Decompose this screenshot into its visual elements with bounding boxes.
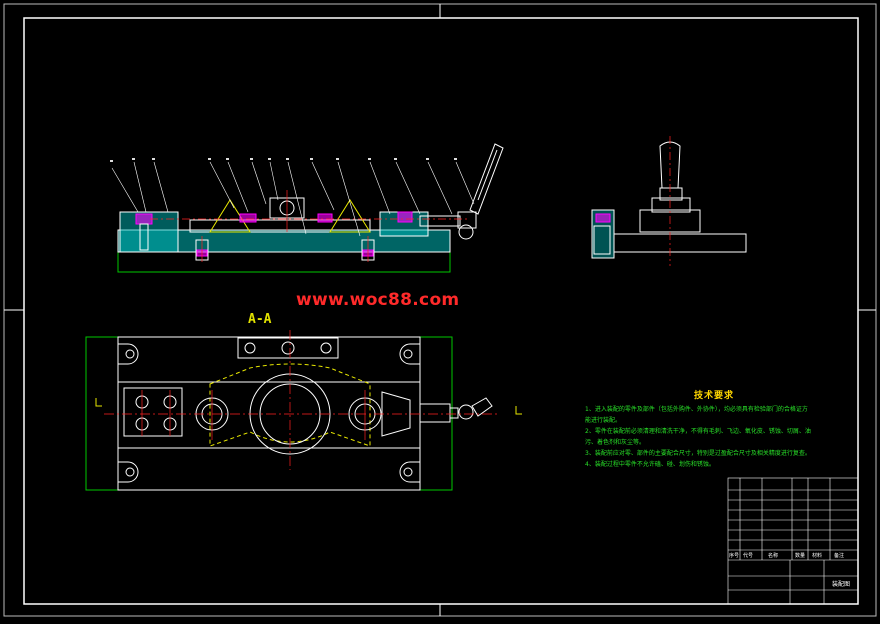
header-qty: 数量 [795,552,805,559]
leader-tick-marks [110,158,457,162]
title-block [727,477,859,605]
header-remark: 备注 [834,552,844,559]
tech-note: 3、装配前应对零、部件的主要配合尺寸，特别是过盈配合尺寸及相关精度进行复查。 [585,450,811,457]
tech-note: 1、进入装配的零件及部件（包括外购件、外协件），均必须具有检验部门的合格证方 [585,406,808,413]
tech-note: 污、着色剂和灰尘等。 [585,439,646,446]
header-code: 代号 [743,552,753,559]
side-view [591,136,747,266]
section-label: A-A [248,312,272,327]
center-marks [4,4,876,616]
header-index: 序号 [729,552,739,559]
header-name: 名称 [768,552,778,559]
tech-note: 2、零件在装配前必须清理和清洗干净，不得有毛刺、飞边、氧化皮、锈蚀、切屑、油 [585,428,811,435]
header-material: 材料 [812,552,822,559]
watermark: www.woc88.com [296,290,460,310]
tech-requirements-title: 技术要求 [694,391,735,401]
tech-note: 能进行装配。 [585,417,622,424]
front-section-view [110,143,504,273]
drawing-name: 装配图 [832,580,850,588]
outer-border [3,3,877,617]
tech-note: 4、装配过程中零件不允许磕、碰、划伤和锈蚀。 [585,461,715,468]
title-block-headers: 序号 代号 名称 数量 材料 备注 [729,552,844,559]
inner-frame [23,17,859,605]
tech-requirements-notes: 1、进入装配的零件及部件（包括外购件、外协件），均必须具有检验部门的合格证方 能… [585,404,855,470]
plan-view [85,330,522,491]
